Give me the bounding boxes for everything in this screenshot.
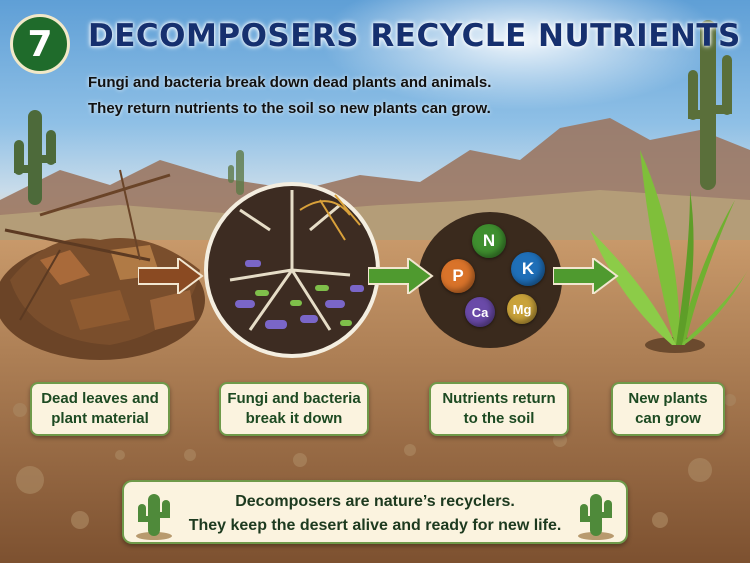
- fungi-bacteria-closeup: [204, 182, 380, 358]
- arrow-right-icon: [553, 258, 619, 294]
- step-number: 7: [27, 23, 53, 65]
- arrow-right-icon: [138, 258, 204, 294]
- cactus-icon: [228, 150, 244, 195]
- page-title: DECOMPOSERS RECYCLE NUTRIENTS: [88, 18, 741, 54]
- stage-label-new-plants: New plants can grow: [611, 382, 725, 436]
- step-number-badge: 7: [10, 14, 70, 74]
- cactus-icon: [688, 20, 732, 190]
- nutrient-symbol: Mg: [512, 301, 532, 317]
- sun-glow: [320, 0, 720, 110]
- cactus-icon: [14, 110, 56, 205]
- nutrient-ball-k: K: [511, 252, 545, 286]
- stage-label-fungi-bacteria: Fungi and bacteria break it down: [219, 382, 369, 436]
- arrow-right-icon: [368, 258, 434, 294]
- nutrient-symbol: P: [452, 266, 464, 285]
- banner-line-1: Decomposers are nature’s recyclers.: [235, 493, 515, 510]
- cactus-icon: [136, 494, 172, 540]
- banner-text: Decomposers are nature’s recyclers. They…: [174, 490, 576, 538]
- stage-label-dead-leaves: Dead leaves and plant material: [30, 382, 170, 436]
- stage-label-nutrients: Nutrients return to the soil: [429, 382, 569, 436]
- subtitle-line-1: Fungi and bacteria break down dead plant…: [88, 74, 492, 91]
- nutrient-ball-p: P: [441, 259, 475, 293]
- nutrient-symbol: K: [521, 259, 535, 278]
- subtitle-line-2: They return nutrients to the soil so new…: [88, 100, 491, 117]
- seedling-plant: [590, 150, 748, 353]
- banner-line-2: They keep the desert alive and ready for…: [188, 517, 562, 534]
- nutrient-ball-mg: Mg: [507, 294, 537, 324]
- nutrient-ball-n: N: [472, 224, 506, 258]
- soil-pebbles: [13, 394, 736, 529]
- cactus-icon: [578, 494, 614, 540]
- nutrient-symbol: Ca: [471, 304, 489, 320]
- subtitle: Fungi and bacteria break down dead plant…: [88, 70, 491, 122]
- nutrient-ball-ca: Ca: [465, 297, 495, 327]
- nutrient-symbol: N: [482, 231, 496, 250]
- summary-banner: Decomposers are nature’s recyclers. They…: [122, 480, 628, 544]
